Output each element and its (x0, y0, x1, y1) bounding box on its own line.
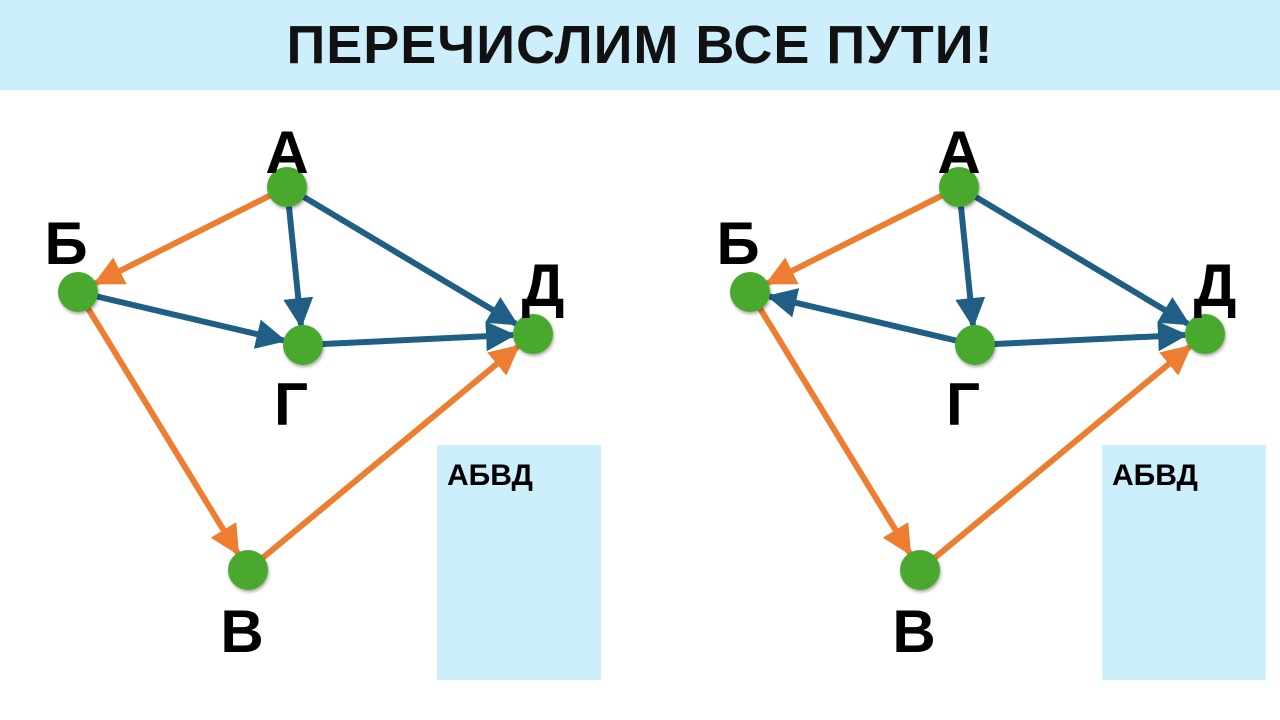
paths-text: АБВД (447, 459, 533, 492)
edge-V-D (259, 344, 520, 561)
edge-A-D (972, 193, 1191, 327)
node-label-D: Д (522, 252, 565, 319)
node-A (267, 167, 307, 207)
node-label-B: Б (44, 210, 87, 277)
node-B (730, 272, 770, 312)
node-label-A: А (937, 119, 980, 186)
edge-G-D (320, 321, 517, 352)
node-label-V: В (220, 598, 263, 665)
node-B (58, 272, 98, 312)
title-banner: ПЕРЕЧИСЛИМ ВСЕ ПУТИ! (0, 0, 1280, 90)
node-label-B: Б (716, 210, 759, 277)
edge-B-V (756, 305, 913, 556)
edge-G-B (766, 288, 959, 344)
paths-box-right: АБВД (1102, 445, 1266, 680)
edge-G-D (992, 321, 1189, 352)
node-label-A: А (265, 119, 308, 186)
node-V (900, 550, 940, 590)
node-label-V: В (892, 598, 935, 665)
edge-A-D (300, 193, 519, 327)
node-label-D: Д (1194, 252, 1237, 319)
node-D (1185, 314, 1225, 354)
edge-A-G (283, 204, 314, 329)
node-A (939, 167, 979, 207)
node-label-G: Г (274, 371, 308, 438)
edge-A-G (955, 204, 986, 329)
edge-B-G (94, 293, 287, 349)
edge-V-D (931, 344, 1192, 561)
edge-A-B (93, 192, 273, 286)
node-G (283, 325, 323, 365)
paths-box-left: АБВД (437, 445, 601, 680)
node-D (513, 314, 553, 354)
node-G (955, 325, 995, 365)
node-label-G: Г (946, 371, 980, 438)
edge-B-V (84, 305, 241, 556)
edge-A-B (765, 192, 945, 286)
page-title: ПЕРЕЧИСЛИМ ВСЕ ПУТИ! (286, 15, 994, 75)
node-V (228, 550, 268, 590)
paths-text: АБВД (1112, 459, 1198, 492)
